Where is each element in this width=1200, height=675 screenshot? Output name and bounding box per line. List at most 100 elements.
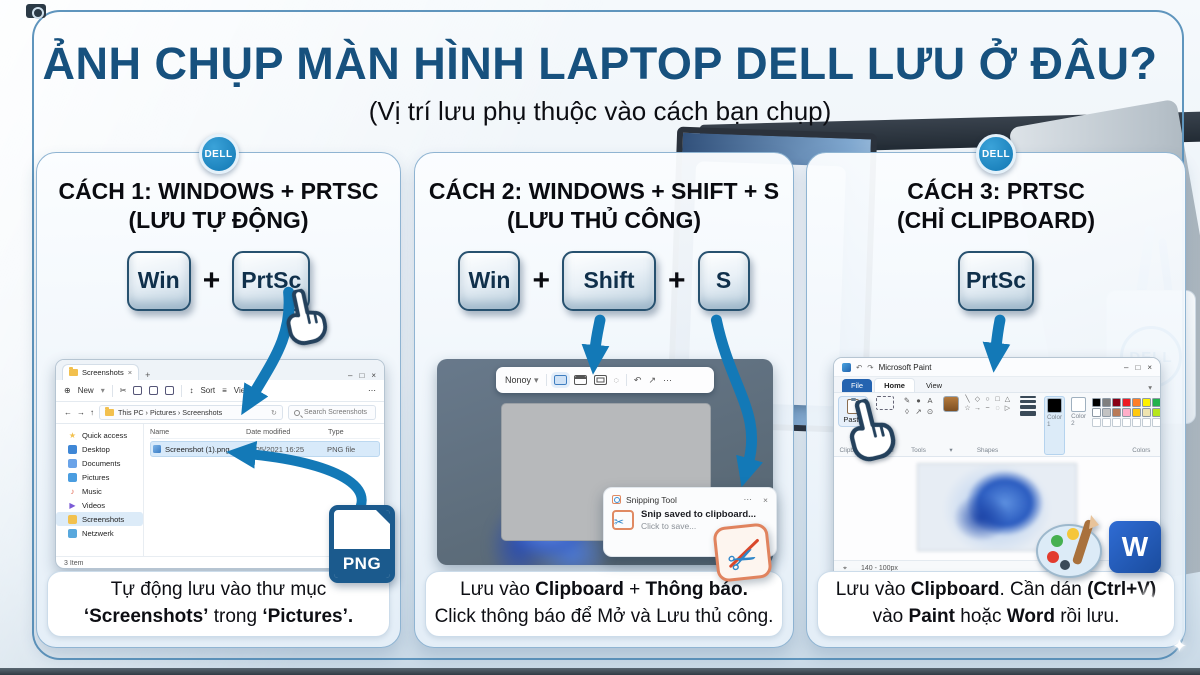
palette-color[interactable] xyxy=(1092,398,1101,407)
palette-color[interactable] xyxy=(1142,407,1151,417)
new-tab-icon[interactable]: + xyxy=(145,370,151,380)
palette-color[interactable] xyxy=(1112,407,1121,417)
shape-icons[interactable]: ╲◇○□△☆→~◌▷ xyxy=(964,396,1011,412)
caption-line: Tự động lưu vào thư mục xyxy=(110,579,327,601)
paint-canvas[interactable] xyxy=(834,457,1160,561)
sidebar-item-documents[interactable]: Documents xyxy=(56,456,143,470)
more-icon[interactable]: ⋯ xyxy=(743,494,753,504)
color2-swatch[interactable]: Color 2 xyxy=(1069,396,1088,455)
column-date[interactable]: Date modified xyxy=(246,427,291,436)
palette-color[interactable] xyxy=(1132,398,1141,407)
fullscreen-snip-icon[interactable] xyxy=(593,375,607,385)
sidebar-item-desktop[interactable]: Desktop xyxy=(56,442,143,456)
palette-empty-slot[interactable] xyxy=(1092,417,1101,427)
resize-icon[interactable]: ↗ xyxy=(648,374,656,385)
palette-color[interactable] xyxy=(1112,398,1121,407)
palette-color[interactable] xyxy=(1152,398,1160,407)
column-name[interactable]: Name xyxy=(150,427,170,436)
back-icon[interactable]: ← xyxy=(64,408,72,417)
rectangle-snip-icon[interactable] xyxy=(550,372,570,388)
close-icon[interactable]: × xyxy=(763,494,768,505)
close-icon[interactable]: × xyxy=(371,371,376,380)
sidebar-item-pictures[interactable]: Pictures xyxy=(56,470,143,484)
refresh-icon[interactable]: ↻ xyxy=(270,408,277,417)
close-icon[interactable]: × xyxy=(1147,362,1152,372)
palette-color[interactable] xyxy=(1142,398,1151,407)
scissors-icon: ✂ xyxy=(612,510,634,530)
snip-mode-dropdown[interactable]: Nonoy ▾ xyxy=(505,375,539,386)
column-type[interactable]: Type xyxy=(328,427,344,436)
new-icon[interactable]: ⊕ xyxy=(64,386,71,395)
breadcrumb[interactable]: This PC › Pictures › Screenshots ↻ xyxy=(99,405,283,420)
sort-button[interactable]: Sort xyxy=(200,386,216,395)
palette-color[interactable] xyxy=(1132,407,1141,417)
explorer-tab[interactable]: Screenshots × xyxy=(62,364,140,380)
tool-icons[interactable]: ✎●A◊↗⊙ xyxy=(903,396,934,416)
palette-empty-slot[interactable] xyxy=(1132,417,1141,427)
method-3-keys: PrtSc xyxy=(807,250,1185,311)
maximize-icon[interactable]: □ xyxy=(1135,362,1141,372)
forward-icon[interactable]: → xyxy=(77,408,85,417)
plus-sign: + xyxy=(202,263,221,297)
palette-color[interactable] xyxy=(1102,407,1111,417)
tab-close-icon[interactable]: × xyxy=(127,368,133,377)
freeform-snip-icon[interactable]: ◌ xyxy=(613,375,619,385)
undo-icon[interactable]: ↶ xyxy=(856,362,863,372)
explorer-status-bar: 3 Item xyxy=(56,556,384,568)
sidebar-item-label: Desktop xyxy=(82,444,110,454)
redo-icon[interactable]: ↷ xyxy=(867,362,874,372)
palette-empty-slot[interactable] xyxy=(1102,417,1111,427)
palette-color[interactable] xyxy=(1122,407,1131,417)
minimize-icon[interactable]: – xyxy=(348,371,353,380)
view-button[interactable]: View xyxy=(233,386,251,395)
method-2-keys: Win + Shift + S xyxy=(415,250,793,311)
cut-icon[interactable]: ✂ xyxy=(119,386,127,395)
more-icon[interactable]: ⋯ xyxy=(368,386,376,395)
s-keycap: S xyxy=(697,250,750,311)
palette-empty-slot[interactable] xyxy=(1142,417,1151,427)
section-colors: Colors xyxy=(1132,447,1151,454)
maximize-icon[interactable]: □ xyxy=(359,371,365,380)
tab-home[interactable]: Home xyxy=(874,378,915,392)
sidebar-item-quick-access[interactable]: ★Quick access xyxy=(56,428,143,442)
search-input[interactable]: Search Screenshots xyxy=(288,405,376,420)
png-label: PNG xyxy=(334,549,390,578)
palette-empty-slot[interactable] xyxy=(1152,417,1160,427)
section-shapes: Shapes xyxy=(976,447,999,454)
select-icon[interactable] xyxy=(876,396,894,410)
sidebar-item-netzwerk[interactable]: Netzwerk xyxy=(56,526,143,540)
new-button[interactable]: New xyxy=(77,386,94,395)
sidebar-item-screenshots[interactable]: Screenshots xyxy=(56,512,143,526)
sidebar-item-music[interactable]: ♪Music xyxy=(56,484,143,498)
chevron-down-icon[interactable]: ▾ xyxy=(1148,383,1152,392)
tab-file[interactable]: File xyxy=(842,379,873,392)
color-palette[interactable] xyxy=(1092,398,1160,427)
color1-swatch[interactable]: Color 1 xyxy=(1044,396,1066,455)
size-icon[interactable] xyxy=(1020,396,1036,416)
palette-color[interactable] xyxy=(1122,398,1131,407)
palette-color[interactable] xyxy=(1152,407,1160,417)
rename-icon[interactable] xyxy=(165,386,175,395)
undo-icon[interactable]: ↶ xyxy=(633,374,642,385)
dell-badge-icon: DELL xyxy=(976,134,1016,174)
file-type: PNG file xyxy=(327,444,356,454)
up-icon[interactable]: ↑ xyxy=(90,408,94,417)
more-icon[interactable]: ⋯ xyxy=(663,374,672,385)
window-snip-icon[interactable] xyxy=(573,375,587,385)
brush-icon[interactable] xyxy=(943,396,959,412)
minimize-icon[interactable]: – xyxy=(1124,362,1129,372)
palette-color[interactable] xyxy=(1092,407,1101,417)
tab-view[interactable]: View xyxy=(925,381,943,390)
paste-icon[interactable] xyxy=(149,386,159,395)
palette-empty-slot[interactable] xyxy=(1122,417,1131,427)
explorer-tab-bar: Screenshots × + – □ × xyxy=(56,360,384,380)
word-app-icon: W xyxy=(1109,521,1161,573)
snip-badge-icon: ✂ xyxy=(712,522,773,583)
file-row[interactable]: Screenshot (1).png 13/05/2021 16:25 PNG … xyxy=(150,441,380,457)
palette-empty-slot[interactable] xyxy=(1112,417,1121,427)
palette-color[interactable] xyxy=(1102,398,1111,407)
copy-icon[interactable] xyxy=(133,386,143,395)
method-3-heading: CÁCH 3: PRTSC xyxy=(907,178,1085,204)
sidebar-item-videos[interactable]: ▶Videos xyxy=(56,498,143,512)
